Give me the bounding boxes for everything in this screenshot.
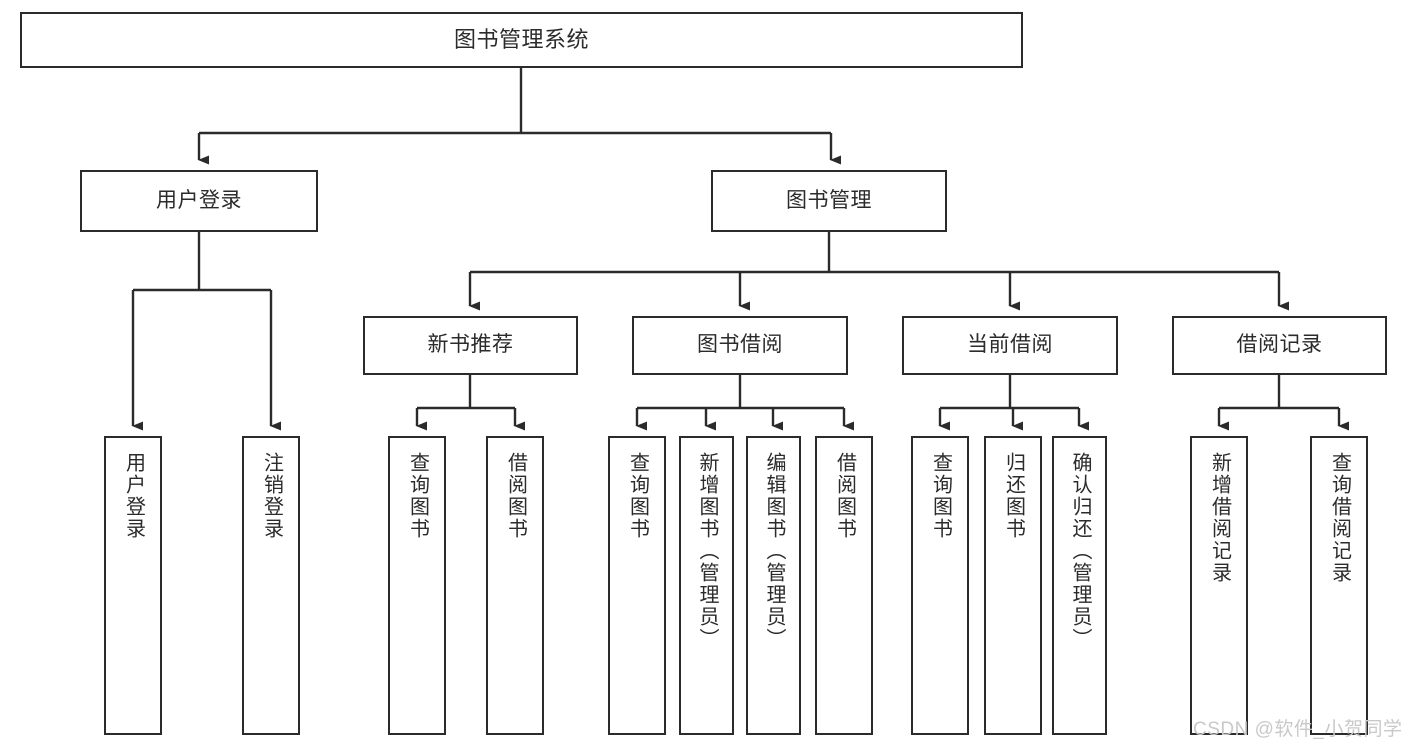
node-leaf-add-borrow-record[interactable]: 新增借阅记录 [1190, 436, 1248, 735]
node-label: 新增图书（管理员） [696, 452, 718, 650]
node-root-system[interactable]: 图书管理系统 [20, 12, 1023, 68]
node-current-borrow[interactable]: 当前借阅 [902, 316, 1118, 375]
node-label: 新书推荐 [427, 333, 514, 357]
node-label: 图书管理系统 [453, 27, 589, 53]
node-leaf-query-borrow-record[interactable]: 查询借阅记录 [1310, 436, 1368, 735]
node-leaf-add-book[interactable]: 新增图书（管理员） [679, 436, 734, 735]
node-label: 查询图书 [929, 452, 952, 540]
node-label: 借阅图书 [504, 452, 527, 540]
node-label: 编辑图书（管理员） [763, 452, 785, 650]
node-label: 借阅记录 [1236, 333, 1323, 357]
node-label: 注销登录 [260, 452, 283, 540]
node-leaf-query-book-borrow[interactable]: 查询图书 [608, 436, 666, 735]
node-book-borrow[interactable]: 图书借阅 [632, 316, 848, 375]
node-leaf-return-book[interactable]: 归还图书 [984, 436, 1042, 735]
node-leaf-query-book-recommend[interactable]: 查询图书 [388, 436, 446, 735]
node-leaf-user-login[interactable]: 用户登录 [104, 436, 162, 735]
node-leaf-confirm-return[interactable]: 确认归还（管理员） [1052, 436, 1107, 735]
node-borrow-record[interactable]: 借阅记录 [1172, 316, 1387, 375]
node-label: 当前借阅 [967, 333, 1053, 357]
node-label: 查询图书 [406, 452, 429, 540]
node-book-manage[interactable]: 图书管理 [711, 170, 947, 232]
node-label: 查询图书 [626, 452, 649, 540]
node-label: 图书借阅 [697, 333, 783, 357]
node-label: 归还图书 [1002, 452, 1025, 540]
node-label: 借阅图书 [833, 452, 856, 540]
node-leaf-borrow-book[interactable]: 借阅图书 [815, 436, 873, 735]
node-leaf-query-book-current[interactable]: 查询图书 [911, 436, 969, 735]
node-leaf-edit-book[interactable]: 编辑图书（管理员） [746, 436, 801, 735]
csdn-watermark: CSDN @软件_小贺同学 [1193, 719, 1403, 740]
node-label: 图书管理 [786, 188, 872, 212]
node-label: 用户登录 [122, 452, 145, 540]
node-leaf-logout[interactable]: 注销登录 [242, 436, 300, 735]
node-new-book-recommend[interactable]: 新书推荐 [363, 316, 578, 375]
node-user-login[interactable]: 用户登录 [80, 170, 318, 232]
node-label: 用户登录 [156, 188, 242, 212]
node-label: 查询借阅记录 [1328, 452, 1351, 584]
node-leaf-borrow-book-recommend[interactable]: 借阅图书 [486, 436, 544, 735]
node-label: 新增借阅记录 [1208, 452, 1231, 584]
node-label: 确认归还（管理员） [1069, 452, 1091, 650]
